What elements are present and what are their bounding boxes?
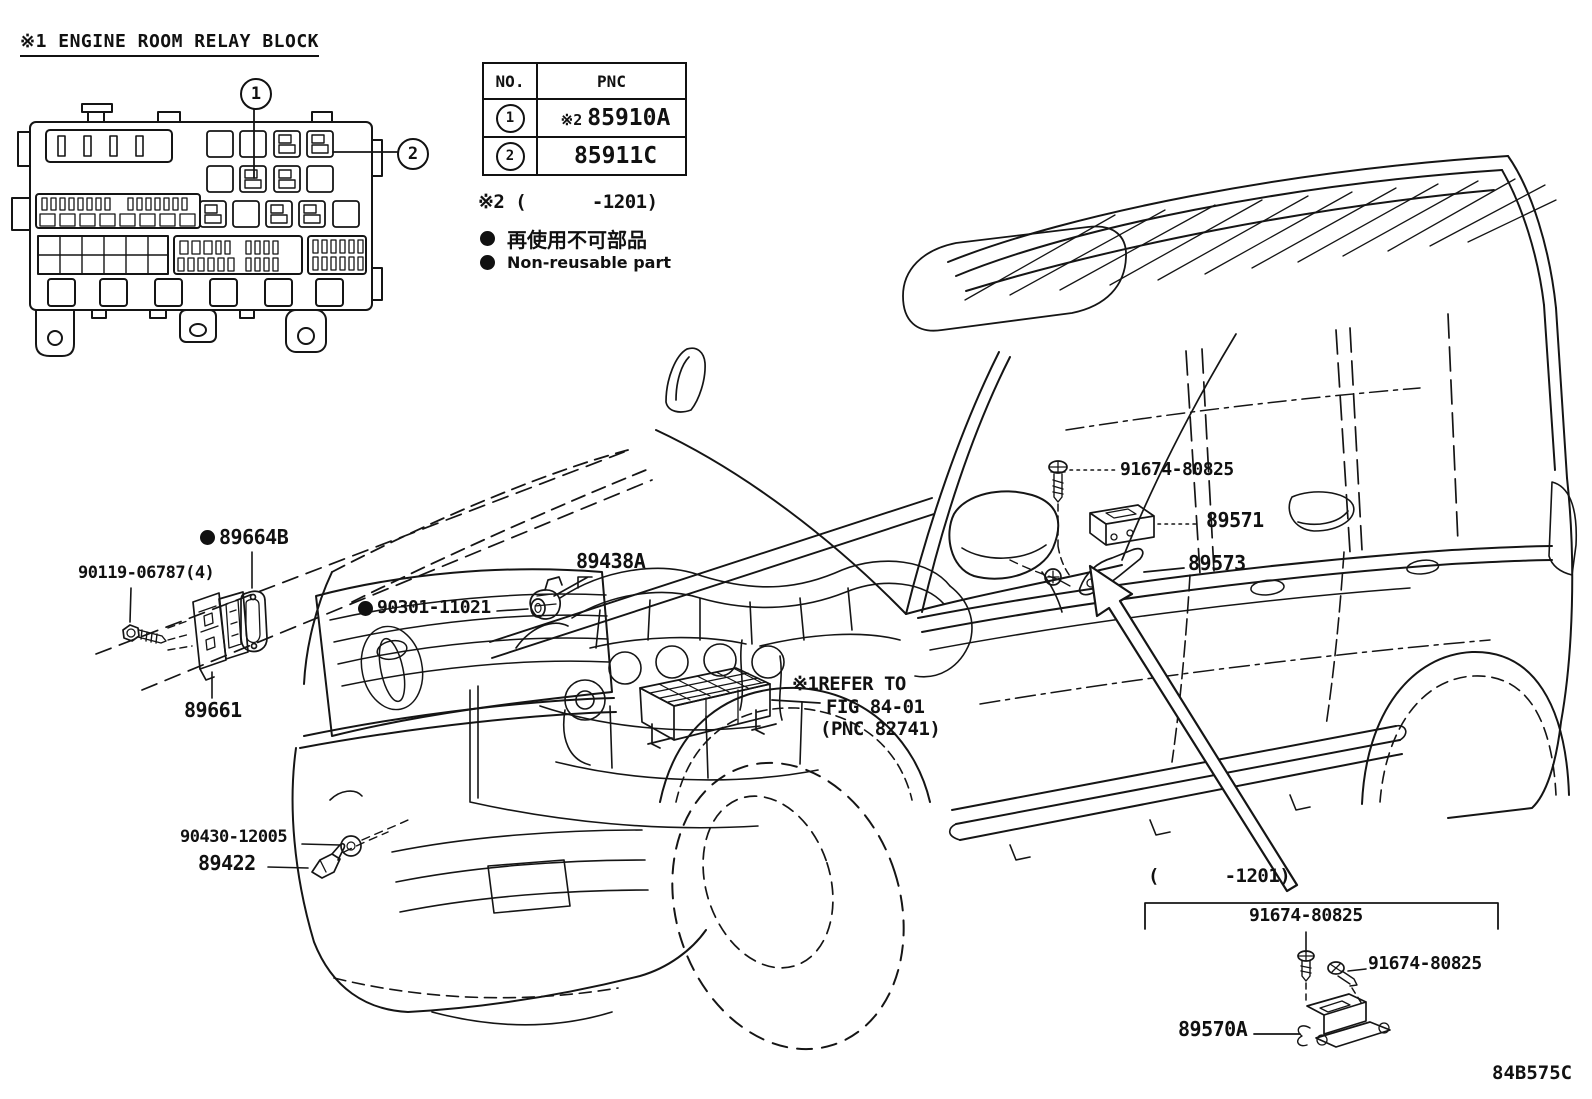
label-90119-06787: 90119-06787(4) (78, 563, 215, 583)
label-91674-mid: 91674-80825 (1249, 905, 1363, 926)
row2-pnc-cell: 85911C (536, 136, 687, 176)
label-89573: 89573 (1188, 551, 1246, 575)
label-89570a: 89570A (1178, 1017, 1248, 1041)
row2-no-cell: 2 (482, 136, 538, 176)
circled-number-2: 2 (495, 141, 525, 171)
callout-2: 2 (397, 138, 429, 170)
label-90301-11021: 90301-11021 (358, 599, 491, 617)
label-refer-line1: ※1REFER TO (792, 673, 906, 695)
non-reusable-dot-icon (480, 231, 495, 246)
label-91674-right: 91674-80825 (1368, 953, 1482, 974)
row1-no-cell: 1 (482, 98, 538, 138)
label-89661: 89661 (184, 698, 242, 722)
non-reusable-dot-icon (480, 255, 495, 270)
diagram-title: ※1 ENGINE ROOM RELAY BLOCK (20, 33, 320, 57)
label-refer-line2: FIG 84-01 (826, 696, 925, 718)
row2-pnc-value: 85911C (573, 143, 658, 169)
label-refer-line3: (PNC 82741) (820, 718, 941, 740)
pnc-table-header: NO. PNC (482, 62, 687, 100)
engine-bay-relay-block (639, 667, 777, 749)
label-90430-12005: 90430-12005 (180, 827, 288, 847)
vehicle-drawing (95, 155, 1578, 1051)
engine-drawing (469, 497, 973, 829)
label-89422: 89422 (198, 851, 256, 875)
relay-block-drawing (11, 103, 398, 357)
non-reusable-dot-icon (200, 529, 215, 545)
label-89438a: 89438A (576, 549, 646, 573)
pnc-table-col-pnc: PNC (536, 62, 687, 100)
figure-code: 84B575C (1492, 1062, 1573, 1084)
applicability-note: ※2 ( -1201) (478, 191, 658, 213)
non-reusable-note-jp: 再使用不可部品 (480, 224, 647, 253)
row1-pnc-value: 85910A (587, 105, 671, 131)
row1-note-mark: ※2 (560, 111, 583, 129)
non-reusable-note-en: Non-reusable part (480, 253, 671, 272)
label-91674-upper: 91674-80825 (1120, 459, 1234, 480)
non-reusable-dot-icon (358, 600, 373, 616)
circled-number-1: 1 (495, 103, 525, 133)
pnc-table-col-no: NO. (482, 62, 538, 100)
label-89664b: 89664B (200, 527, 289, 547)
table-row: 2 85911C (482, 136, 687, 176)
callout-1: 1 (240, 78, 272, 110)
exploded-parts (122, 460, 1499, 1048)
label-89571: 89571 (1206, 508, 1264, 532)
label-section-range: ( -1201) (1148, 865, 1291, 887)
pointer-arrow (1088, 564, 1299, 893)
